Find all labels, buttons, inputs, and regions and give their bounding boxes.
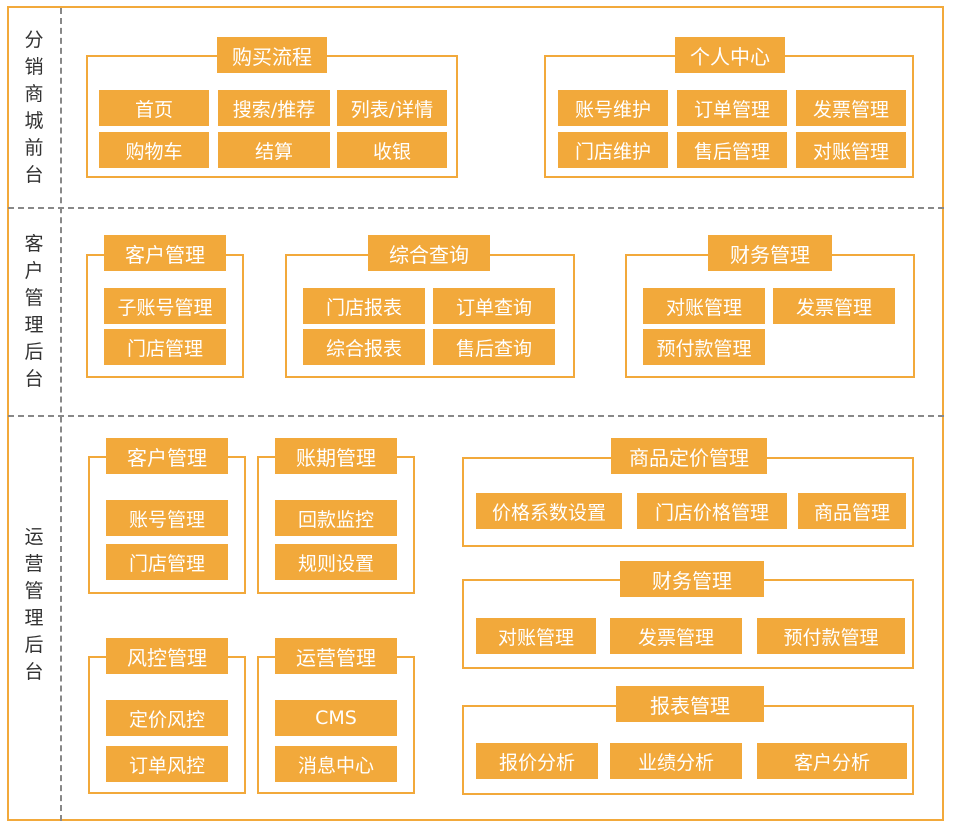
label-char: 营 [24, 553, 44, 575]
module-button[interactable]: 发票管理 [796, 90, 906, 126]
module-button[interactable]: 对账管理 [476, 618, 596, 654]
label-char: 分 [24, 28, 44, 51]
module-button[interactable]: 商品管理 [798, 493, 906, 529]
label-char: 理 [24, 607, 44, 629]
module-button[interactable]: 门店维护 [558, 132, 668, 168]
outer-frame [7, 6, 944, 821]
module-button[interactable]: 搜索/推荐 [218, 90, 330, 126]
module-button[interactable]: 预付款管理 [643, 329, 765, 365]
module-button[interactable]: 收银 [337, 132, 447, 168]
group-title: 个人中心 [675, 37, 785, 73]
group-title: 风控管理 [106, 638, 228, 674]
label-char: 台 [24, 163, 44, 186]
module-button[interactable]: 门店管理 [106, 544, 228, 580]
group-title: 财务管理 [620, 561, 764, 597]
module-button[interactable]: 消息中心 [275, 746, 397, 782]
label-char: 台 [24, 661, 44, 683]
module-button[interactable]: 子账号管理 [104, 288, 226, 324]
module-button[interactable]: 门店报表 [303, 288, 425, 324]
label-char: 运 [24, 526, 44, 548]
label-char: 城 [24, 109, 44, 132]
label-char: 台 [24, 368, 44, 390]
label-storefront: 分 销 商 城 前 台 [8, 8, 60, 207]
label-char: 理 [24, 314, 44, 336]
module-button[interactable]: 发票管理 [610, 618, 742, 654]
module-button[interactable]: 预付款管理 [757, 618, 905, 654]
label-char: 管 [24, 580, 44, 602]
label-customer-backend: 客 户 管 理 后 台 [8, 209, 60, 415]
label-char: 后 [24, 634, 44, 656]
group-title: 账期管理 [275, 438, 397, 474]
module-button[interactable]: 综合报表 [303, 329, 425, 365]
module-button[interactable]: 对账管理 [796, 132, 906, 168]
group-title: 报表管理 [616, 686, 764, 722]
label-char: 管 [24, 287, 44, 309]
module-button[interactable]: 报价分析 [476, 743, 598, 779]
group-title: 财务管理 [708, 235, 832, 271]
group-title: 运营管理 [275, 638, 397, 674]
group-title: 客户管理 [104, 235, 226, 271]
module-button[interactable]: 订单风控 [106, 746, 228, 782]
label-char: 前 [24, 136, 44, 159]
module-button[interactable]: 门店价格管理 [637, 493, 787, 529]
label-char: 户 [24, 260, 44, 282]
group-title: 商品定价管理 [611, 438, 767, 474]
module-button[interactable]: 定价风控 [106, 700, 228, 736]
module-button[interactable]: 规则设置 [275, 544, 397, 580]
module-button[interactable]: 价格系数设置 [476, 493, 622, 529]
module-button[interactable]: 业绩分析 [610, 743, 742, 779]
module-button[interactable]: 账号管理 [106, 500, 228, 536]
module-button[interactable]: 首页 [99, 90, 209, 126]
module-button[interactable]: 客户分析 [757, 743, 907, 779]
module-button[interactable]: 列表/详情 [337, 90, 447, 126]
group-title: 购买流程 [217, 37, 327, 73]
group-title: 综合查询 [368, 235, 490, 271]
module-button[interactable]: 购物车 [99, 132, 209, 168]
module-button[interactable]: 门店管理 [104, 329, 226, 365]
label-char: 客 [24, 233, 44, 255]
module-button[interactable]: 结算 [218, 132, 330, 168]
divider-customer-operations [8, 415, 944, 417]
group-title: 客户管理 [106, 438, 228, 474]
module-button[interactable]: 售后查询 [433, 329, 555, 365]
module-button[interactable]: 订单查询 [433, 288, 555, 324]
module-button[interactable]: 回款监控 [275, 500, 397, 536]
module-button[interactable]: CMS [275, 700, 397, 736]
label-operations-backend: 运 营 管 理 后 台 [8, 470, 60, 740]
module-button[interactable]: 订单管理 [677, 90, 787, 126]
vertical-divider [60, 8, 62, 821]
module-button[interactable]: 对账管理 [643, 288, 765, 324]
module-button[interactable]: 账号维护 [558, 90, 668, 126]
label-char: 销 [24, 55, 44, 78]
label-char: 商 [24, 82, 44, 105]
module-button[interactable]: 发票管理 [773, 288, 895, 324]
module-button[interactable]: 售后管理 [677, 132, 787, 168]
label-char: 后 [24, 341, 44, 363]
divider-storefront-customer [8, 207, 944, 209]
